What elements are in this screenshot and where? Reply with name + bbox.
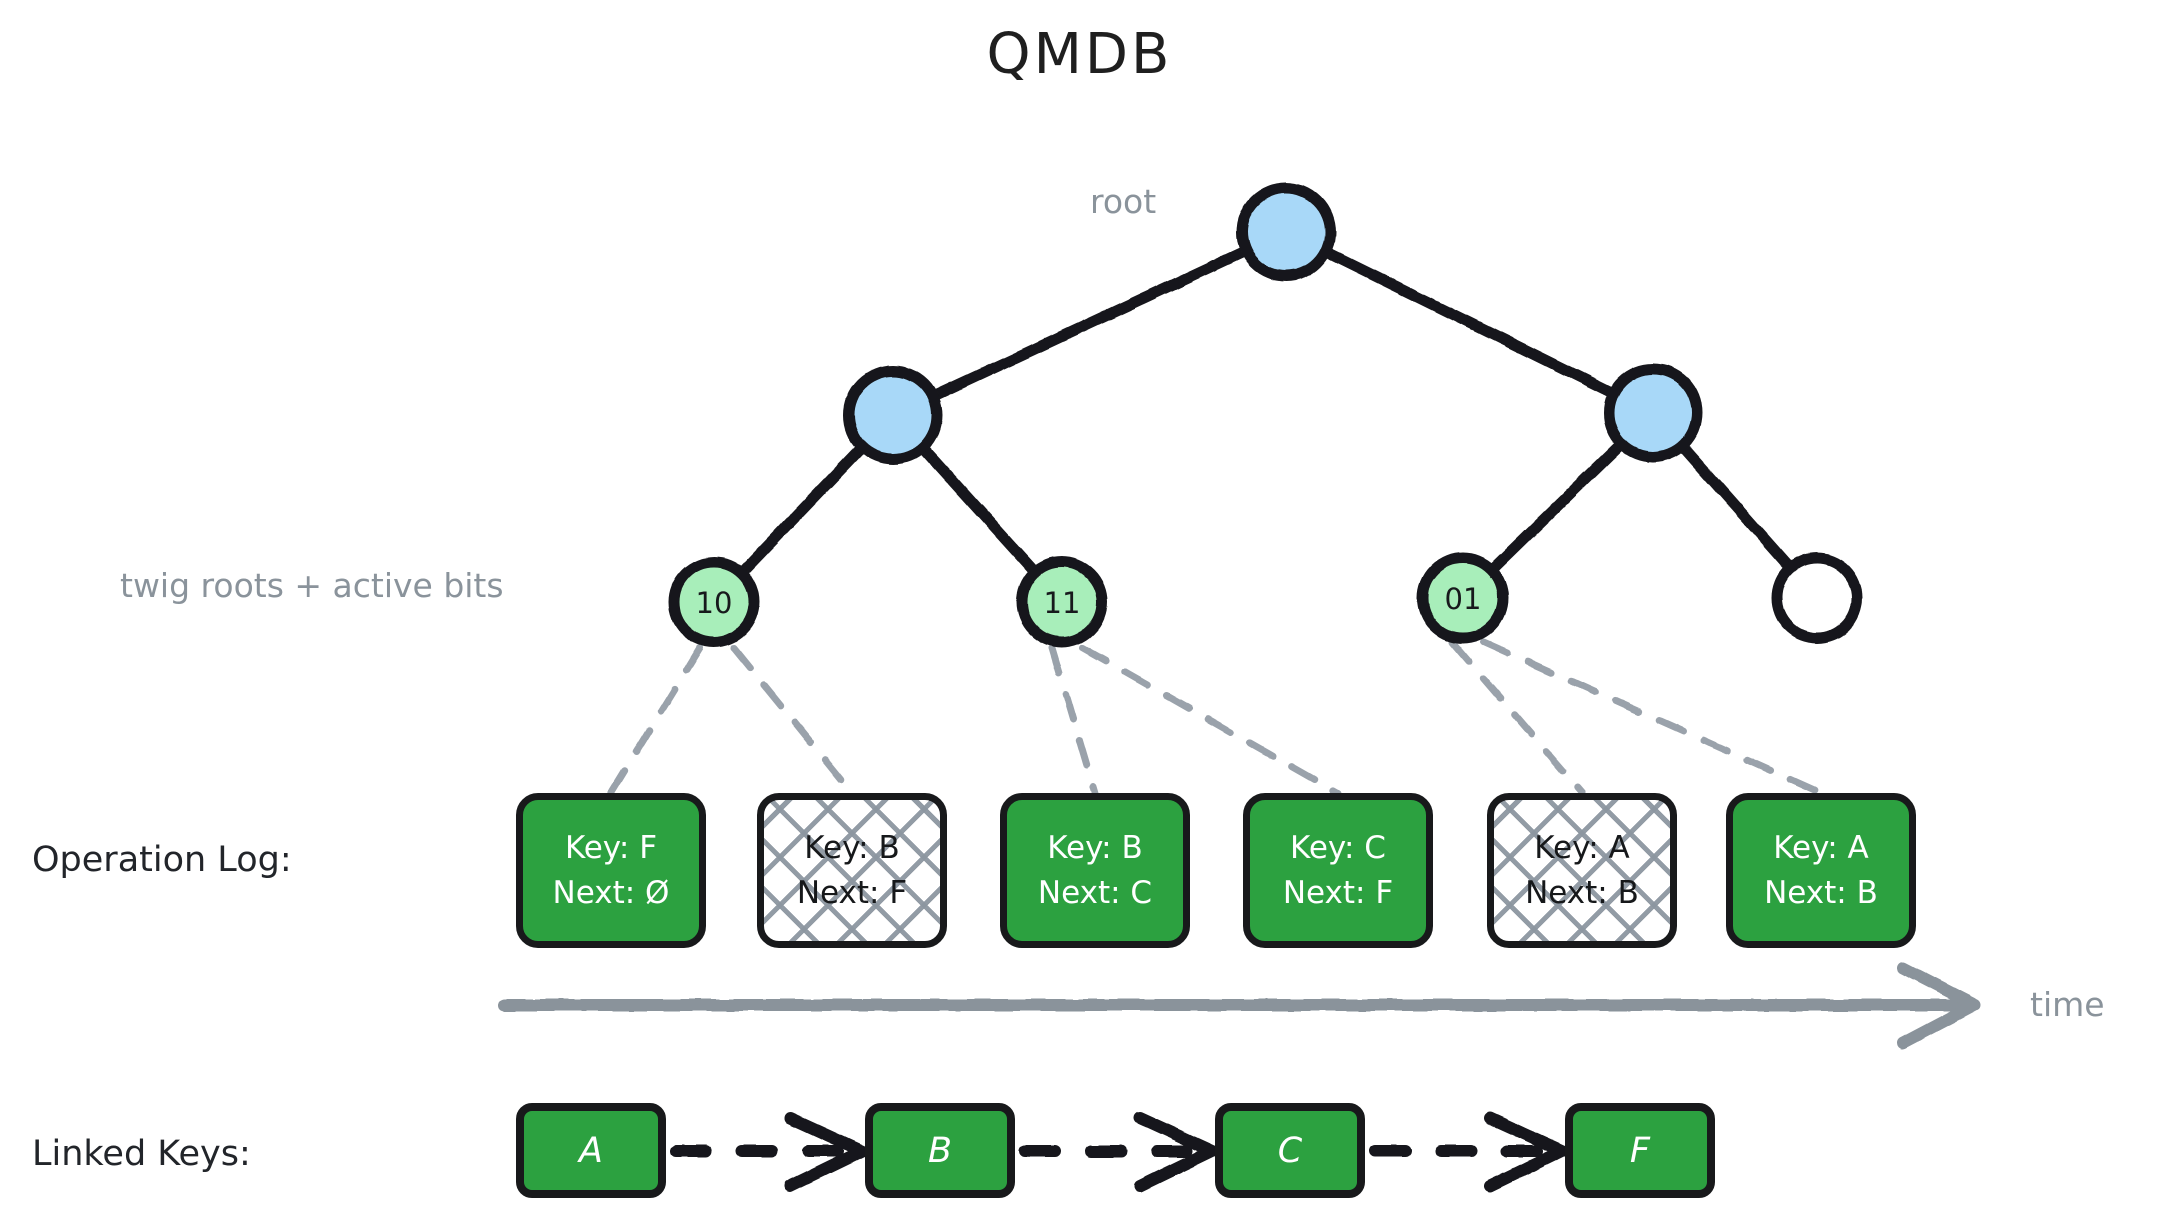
linked-key-label: F	[1629, 1130, 1651, 1171]
op-log-key: Key: C	[1290, 829, 1386, 866]
op-log-key: Key: A	[1534, 829, 1630, 866]
time-axis-caption: time	[2030, 985, 2105, 1024]
node-inner-left[interactable]	[843, 365, 943, 465]
twig-01-label: 01	[1444, 582, 1482, 616]
op-log-key: Key: B	[1047, 829, 1143, 866]
node-twig-10[interactable]	[668, 556, 760, 648]
op-log-next: Next: Ø	[552, 874, 670, 911]
node-root[interactable]	[1236, 182, 1336, 282]
linked-key-chip[interactable]: A	[516, 1103, 666, 1198]
tree-nodes	[668, 182, 1863, 648]
op-log-next: Next: F	[1282, 874, 1394, 911]
page-title: QMDB	[986, 22, 1173, 87]
linked-key-arrows	[670, 1112, 1577, 1192]
twig-11-label: 11	[1043, 586, 1081, 620]
linked-key-label: C	[1277, 1130, 1303, 1171]
node-twig-01[interactable]	[1417, 552, 1509, 644]
op-log-key: Key: F	[564, 829, 658, 866]
op-log-entry[interactable]: Key: B Next: F	[757, 793, 947, 948]
operation-log-caption: Operation Log:	[32, 840, 292, 880]
tree-edges	[708, 226, 1823, 608]
op-log-key: Key: B	[804, 829, 900, 866]
op-log-entry[interactable]: Key: A Next: B	[1726, 793, 1916, 948]
op-log-next: Next: B	[1525, 874, 1639, 911]
linked-key-label: A	[579, 1130, 603, 1171]
twig-to-record-links	[607, 638, 1825, 797]
op-log-next: Next: B	[1764, 874, 1878, 911]
linked-key-chip[interactable]: C	[1215, 1103, 1365, 1198]
root-caption: root	[1090, 182, 1157, 221]
linked-key-chip[interactable]: F	[1565, 1103, 1715, 1198]
twig-10-label: 10	[695, 586, 733, 620]
node-twig-11[interactable]	[1016, 556, 1108, 648]
node-twig-empty[interactable]	[1771, 552, 1863, 644]
time-axis-arrow	[499, 962, 1981, 1049]
op-log-entry[interactable]: Key: A Next: B	[1487, 793, 1677, 948]
op-log-next: Next: C	[1037, 874, 1153, 911]
linked-keys-caption: Linked Keys:	[32, 1134, 251, 1174]
twig-roots-caption: twig roots + active bits	[120, 566, 504, 605]
linked-key-label: B	[927, 1130, 952, 1171]
op-log-next: Next: F	[796, 874, 908, 911]
op-log-key: Key: A	[1773, 829, 1869, 866]
linked-key-chip[interactable]: B	[865, 1103, 1015, 1198]
node-inner-right[interactable]	[1603, 363, 1703, 463]
op-log-entry[interactable]: Key: C Next: F	[1243, 793, 1433, 948]
op-log-entry[interactable]: Key: B Next: C	[1000, 793, 1190, 948]
op-log-entry[interactable]: Key: F Next: Ø	[516, 793, 706, 948]
